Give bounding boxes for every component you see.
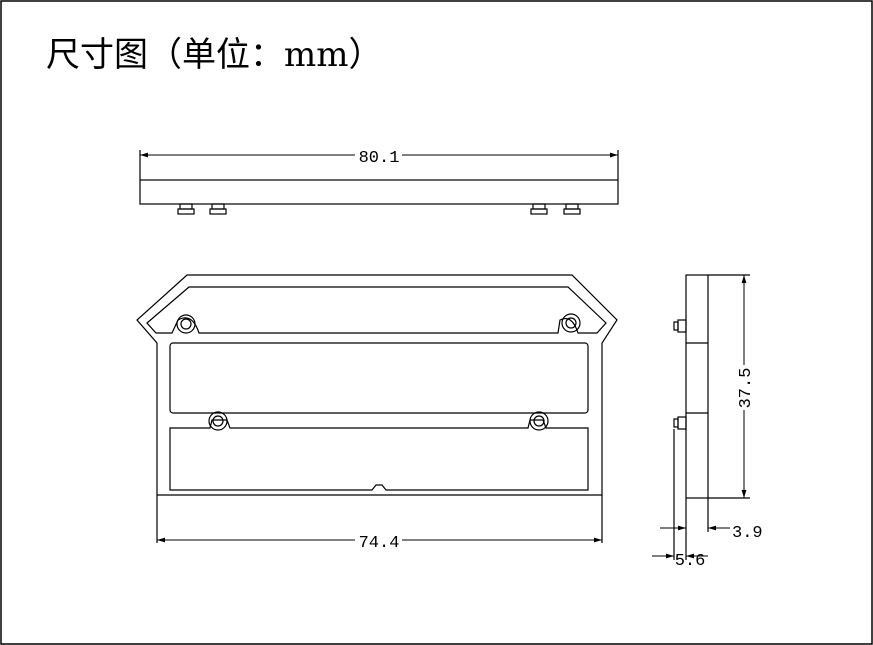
dimension-body-width: 74.4 bbox=[157, 534, 602, 553]
dimension-height: 37.5 bbox=[737, 275, 756, 498]
dim-37-5-label: 37.5 bbox=[737, 368, 756, 409]
hole-mid-left bbox=[208, 411, 228, 431]
dimension-pin-offset: 3.9 bbox=[660, 524, 763, 543]
side-view-body bbox=[685, 274, 709, 499]
top-view-body bbox=[139, 179, 619, 205]
dim-3-9-label: 3.9 bbox=[732, 524, 763, 543]
front-view-outline bbox=[136, 274, 618, 496]
hole-mid-right bbox=[529, 411, 549, 431]
front-view bbox=[136, 274, 618, 543]
middle-window bbox=[169, 342, 589, 414]
side-pin-top bbox=[677, 319, 687, 333]
drawing-title: 尺寸图（单位：mm） bbox=[46, 35, 383, 75]
top-view-pins bbox=[177, 203, 581, 215]
upper-slot bbox=[146, 286, 607, 334]
dim-74-4-label: 74.4 bbox=[359, 534, 400, 553]
hole-top-right bbox=[561, 313, 581, 333]
dim-5-6-label: 5.6 bbox=[675, 552, 706, 571]
dimension-total-length: 80.1 bbox=[140, 149, 618, 168]
lower-window bbox=[169, 419, 589, 491]
dim-80-1-label: 80.1 bbox=[359, 149, 400, 168]
dimension-thickness: 5.6 bbox=[652, 552, 708, 571]
side-pin-bottom bbox=[677, 416, 687, 430]
hole-top-left bbox=[176, 314, 196, 334]
side-view bbox=[673, 274, 750, 560]
